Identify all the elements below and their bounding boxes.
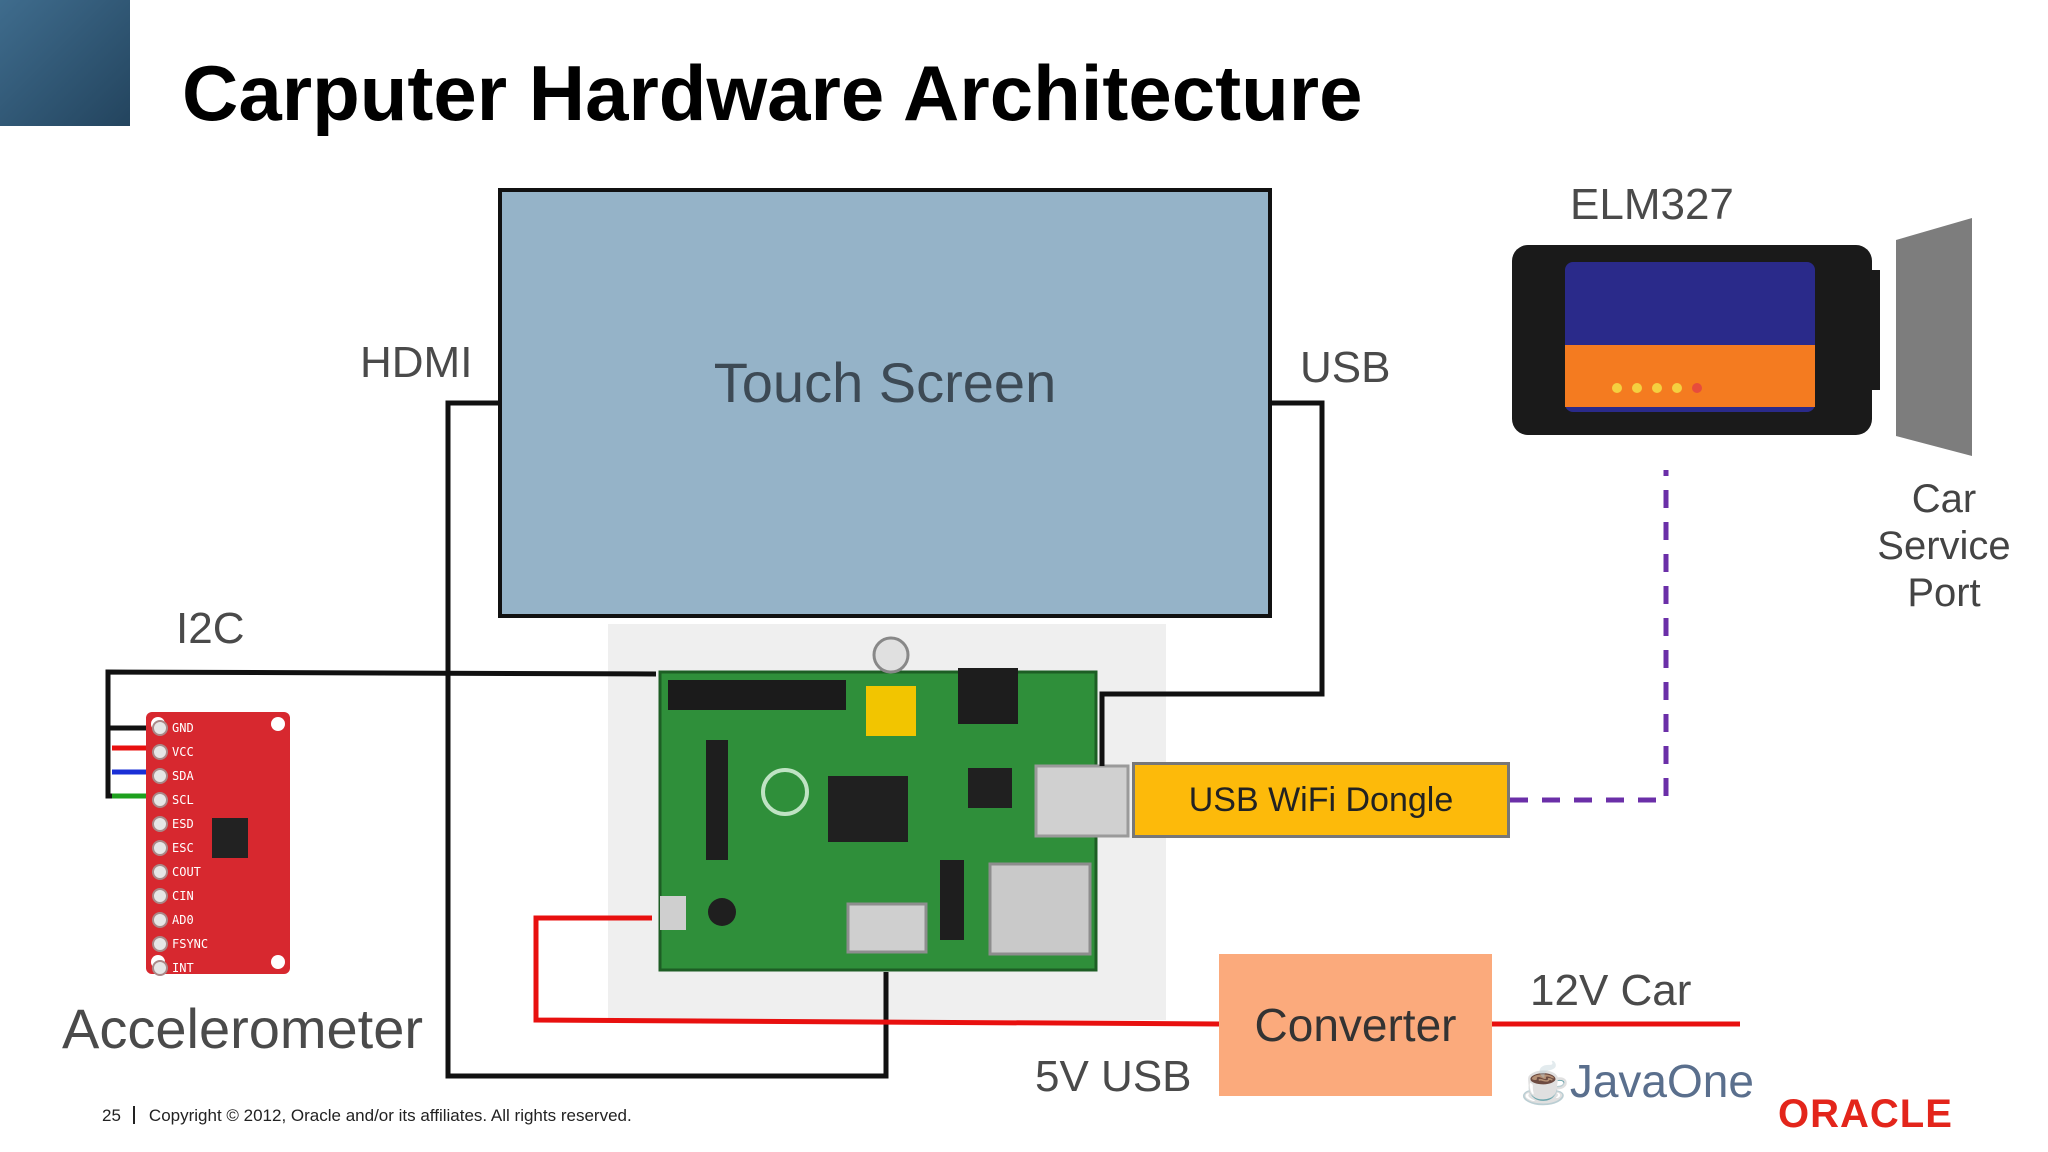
accelerometer-pin [152,960,168,976]
accelerometer-pin [152,888,168,904]
accelerometer-pin [152,912,168,928]
accelerometer-pin [152,768,168,784]
footer: 25 Copyright © 2012, Oracle and/or its af… [102,1106,632,1126]
accelerometer-pin-label: COUT [172,865,201,879]
accelerometer-pin [152,840,168,856]
converter-box: Converter [1219,954,1492,1096]
footer-divider [132,1106,135,1124]
accelerometer-pin [152,936,168,952]
car-service-port-label: Car Service Port [1877,477,2011,615]
usb-label: USB [1300,343,1391,392]
javaone-logo: ☕JavaOne [1520,1055,1754,1107]
accelerometer-pin [152,864,168,880]
car-service-port-shape [1896,218,1972,456]
elm327-label: ELM327 [1570,180,1734,229]
hdmi-wire [445,400,889,1079]
accelerometer-pin-label: VCC [172,745,194,759]
corner-accent [0,0,130,126]
accelerometer-pin [152,720,168,736]
accelerometer-pin [152,816,168,832]
elm327-device [1512,245,1880,435]
car-power-label: 12V Car [1530,966,1692,1015]
accelerometer-pin-label: SCL [172,793,194,807]
touch-screen-box: Touch Screen [498,188,1272,618]
bluetooth-link [1510,470,1669,803]
touch-screen-label: Touch Screen [713,350,1057,414]
usb-wifi-dongle-label: USB WiFi Dongle [1188,780,1454,819]
i2c-label: I2C [176,604,245,653]
power-5v-wire [533,915,1220,1027]
oracle-logo: ORACLE [1778,1092,1953,1136]
accelerometer-pin-label: GND [172,721,194,735]
accelerometer-pin-label: ESC [172,841,194,855]
raspberry-pi-board [658,636,1130,972]
accelerometer-pin-label: AD0 [172,913,194,927]
accelerometer-pin-label: FSYNC [172,937,208,951]
accelerometer-pin-label: ESD [172,817,194,831]
slide-title: Carputer Hardware Architecture [182,49,1363,137]
converter-label: Converter [1254,999,1457,1051]
copyright-text: Copyright © 2012, Oracle and/or its affi… [148,1106,632,1125]
accelerometer-pin-label: SDA [172,769,194,783]
accelerometer-pin [152,792,168,808]
accelerometer-pin-label: CIN [172,889,194,903]
usb-wire [1099,400,1325,766]
usb5v-label: 5V USB [1035,1052,1192,1101]
accelerometer-pin [152,744,168,760]
usb-wifi-dongle-box: USB WiFi Dongle [1132,762,1510,838]
accelerometer-pin-label: INT [172,961,194,975]
hdmi-label: HDMI [360,338,473,387]
accelerometer-label: Accelerometer [62,997,424,1060]
page-number: 25 [102,1106,121,1125]
java-cup-icon: ☕ [1520,1062,1570,1106]
